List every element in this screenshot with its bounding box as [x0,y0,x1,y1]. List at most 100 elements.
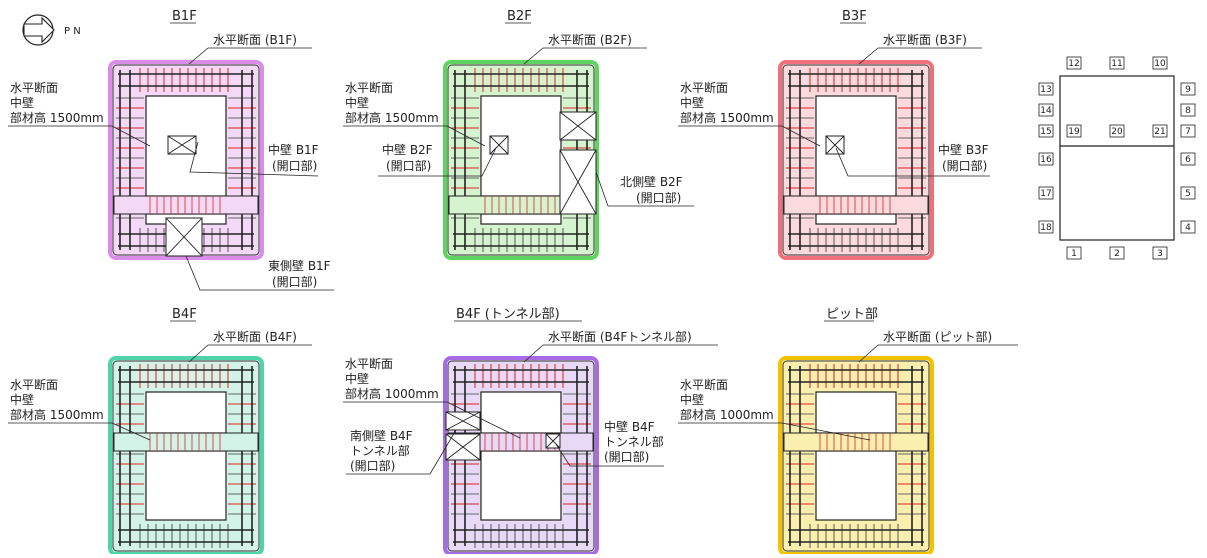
horizontal-section-label: 水平断面 (B3F) [883,32,967,47]
void-upper [145,391,227,434]
void-upper [815,391,897,434]
horizontal-section-label: 水平断面 (B2F) [548,32,632,47]
note-middle-wall: 中壁 B2F [382,142,433,157]
key-right-label: 6 [1185,155,1191,165]
void-lower [815,213,897,225]
opening-cross [559,111,597,141]
left-note-line2: 中壁 [680,392,704,407]
key-top-label-box [1109,56,1125,70]
note-middle-wall: 中壁 B1F [268,142,319,157]
horizontal-section-label: 水平断面 (B4F) [213,329,297,344]
void-lower [815,450,897,521]
note-middle-wall-tunnel-opening: (開口部) [604,449,649,464]
note-north-wall-opening: (開口部) [636,190,681,205]
key-middle-label-box [1152,124,1168,138]
key-left-label: 13 [1040,85,1051,95]
key-bottom-label-box [1066,246,1082,260]
key-left-label-box [1038,152,1054,166]
opening-cross [165,217,203,257]
key-right-label: 8 [1185,106,1191,116]
left-note-line1: 水平断面 [345,80,393,95]
key-bottom-label: 3 [1157,249,1163,259]
key-right-label: 5 [1185,189,1191,199]
key-right-label-box [1180,82,1196,96]
left-note-line2: 中壁 [10,392,34,407]
opening-cross [489,135,509,155]
opening-cross [167,135,197,155]
panel-b4f-tunnel: B4F (トンネル部) 水平断面 (B4Fトンネル部) 水平断面 中壁 部材高 … [343,307,718,556]
note-north-wall: 北側壁 B2F [620,174,683,189]
middle-wall [113,195,259,215]
key-left-label: 17 [1040,189,1051,199]
key-right-label-box [1180,220,1196,234]
key-top-label-box [1152,56,1168,70]
key-bottom-label-box [1109,246,1125,260]
left-note-line3: 部材高 1000mm [345,386,439,401]
key-middle-label: 20 [1111,127,1123,137]
key-middle-label: 21 [1154,127,1165,137]
horizontal-section-label: 水平断面 (B1F) [213,32,297,47]
left-note-line3: 部材高 1500mm [345,110,439,125]
note-south-wall-opening: (開口部) [350,458,395,473]
note-middle-wall-opening: (開口部) [942,158,987,173]
middle-wall [113,432,259,452]
key-left-label: 18 [1040,223,1052,233]
left-note-line1: 水平断面 [10,80,58,95]
plan-b1f [108,60,264,260]
opening-cross [825,135,845,155]
void-lower [480,213,562,225]
key-right-label: 9 [1185,85,1191,95]
panel-b2f: B2F 水平断面 (B2F) 水平断面 中壁 部材高 1500mm 中壁 B2F… [343,9,694,260]
left-note-line2: 中壁 [345,95,369,110]
left-note-line1: 水平断面 [680,80,728,95]
key-middle-label: 19 [1068,127,1080,137]
key-left-label-box [1038,220,1054,234]
middle-wall [783,432,929,452]
note-east-wall: 東側壁 B1F [268,258,331,273]
plan-inner-frame [782,64,930,256]
panel-title: ピット部 [826,307,878,322]
panel-b4f: B4F 水平断面 (B4F) 水平断面 中壁 部材高 1500mm [8,307,312,556]
note-middle-wall-tunnel: 中壁 B4F [604,419,655,434]
plan-inner-frame [112,360,260,552]
left-note-line1: 水平断面 [680,377,728,392]
plan-inner-frame [782,360,930,552]
note-east-wall-opening: (開口部) [272,274,317,289]
void-lower [145,450,227,521]
key-plan-outline [1059,75,1175,241]
key-right-label-box [1180,103,1196,117]
left-note-line2: 中壁 [680,95,704,110]
panel-title: B4F (トンネル部) [456,307,560,322]
key-left-label: 15 [1040,127,1051,137]
key-right-label-box [1180,186,1196,200]
left-note-line2: 中壁 [10,95,34,110]
key-bottom-label: 2 [1114,249,1120,259]
panel-title: B3F [842,9,867,24]
left-note-line2: 中壁 [345,371,369,386]
left-note-line1: 水平断面 [345,356,393,371]
north-arrow-icon [23,16,55,44]
void-lower [480,450,562,521]
panel-b1f: B1F 水平断面 (B1F) 水平断面 中壁 部材高 1500mm 中壁 B1F… [8,9,334,291]
key-right-label: 7 [1185,127,1191,137]
key-bottom-label-box [1152,246,1168,260]
key-top-label: 10 [1154,59,1166,69]
panel-title: B1F [172,9,197,24]
key-left-label-box [1038,103,1054,117]
key-left-label-box [1038,82,1054,96]
key-left-label: 16 [1040,155,1052,165]
opening-cross [545,433,561,449]
panel-b3f: B3F 水平断面 (B3F) 水平断面 中壁 部材高 1500mm 中壁 B3F… [678,9,990,260]
key-left-label-box [1038,124,1054,138]
key-right-label-box [1180,124,1196,138]
opening-cross [445,433,481,461]
note-south-wall: 南側壁 B4F [350,428,413,443]
key-left-label: 14 [1040,106,1052,116]
key-middle-label-box [1066,124,1082,138]
key-left-label-box [1038,186,1054,200]
middle-wall [783,195,929,215]
note-middle-wall-opening: (開口部) [272,158,317,173]
north-label: P N [64,26,81,37]
